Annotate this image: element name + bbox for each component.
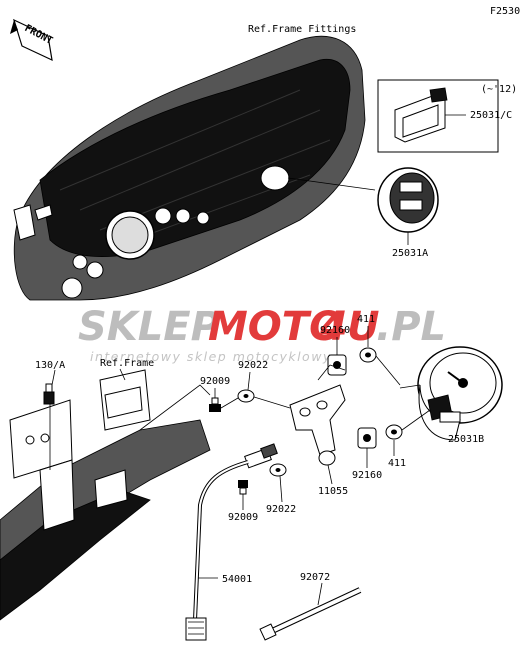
watermark-sklep: SKLEP	[78, 304, 220, 350]
part-92022-top	[237, 389, 255, 403]
label-92022-bottom: 92022	[266, 504, 296, 515]
label-130a: 130/A	[35, 360, 65, 371]
watermark-pl: .PL	[376, 304, 446, 350]
label-92072: 92072	[300, 572, 330, 583]
watermark-tagline: internetowy sklep motocyklowy	[90, 349, 332, 364]
frame-fitting-housing	[13, 35, 366, 301]
watermark-logo: SKLEP MOTO 4 U .PL internetowy sklep mot…	[78, 304, 446, 364]
part-92160-bottom	[357, 427, 377, 449]
diagram-code: F2530	[490, 6, 520, 17]
part-25031a	[377, 167, 439, 245]
part-25031b-meter	[417, 346, 503, 441]
label-11055: 11055	[318, 486, 348, 497]
part-54001-cable	[185, 443, 278, 641]
part-130a	[43, 383, 55, 470]
label-25031b: 25031B	[448, 434, 484, 445]
part-411-top	[359, 347, 377, 363]
part-92022-bottom	[269, 463, 287, 477]
label-411-top: 411	[357, 314, 375, 325]
ref-frame-fittings-label: Ref.Frame Fittings	[248, 24, 356, 35]
part-11055-bracket	[289, 364, 346, 466]
label-54001: 54001	[222, 574, 252, 585]
watermark-moto: MOTO	[208, 304, 343, 350]
part-411-bottom	[385, 424, 403, 440]
part-92009-top	[209, 397, 221, 412]
ref-frame-label: Ref.Frame	[100, 358, 154, 369]
label-model-note: (~'12)	[481, 84, 517, 95]
inset-25031c	[377, 79, 499, 153]
label-25031c: 25031/C	[470, 110, 512, 121]
part-92072-cable-tie	[259, 587, 362, 641]
label-92009-bottom: 92009	[228, 512, 258, 523]
watermark-u: U	[347, 304, 379, 350]
part-92009-bottom	[238, 480, 248, 495]
label-411-bottom: 411	[388, 458, 406, 469]
front-arrow-icon: FRONT	[10, 18, 54, 62]
label-92160-top: 92160	[320, 325, 350, 336]
label-25031a: 25031A	[392, 248, 428, 259]
label-92022-top: 92022	[238, 360, 268, 371]
label-92160-bottom: 92160	[352, 470, 382, 481]
watermark-four: 4	[319, 304, 348, 350]
lower-frame	[0, 369, 211, 621]
label-92009-top: 92009	[200, 376, 230, 387]
